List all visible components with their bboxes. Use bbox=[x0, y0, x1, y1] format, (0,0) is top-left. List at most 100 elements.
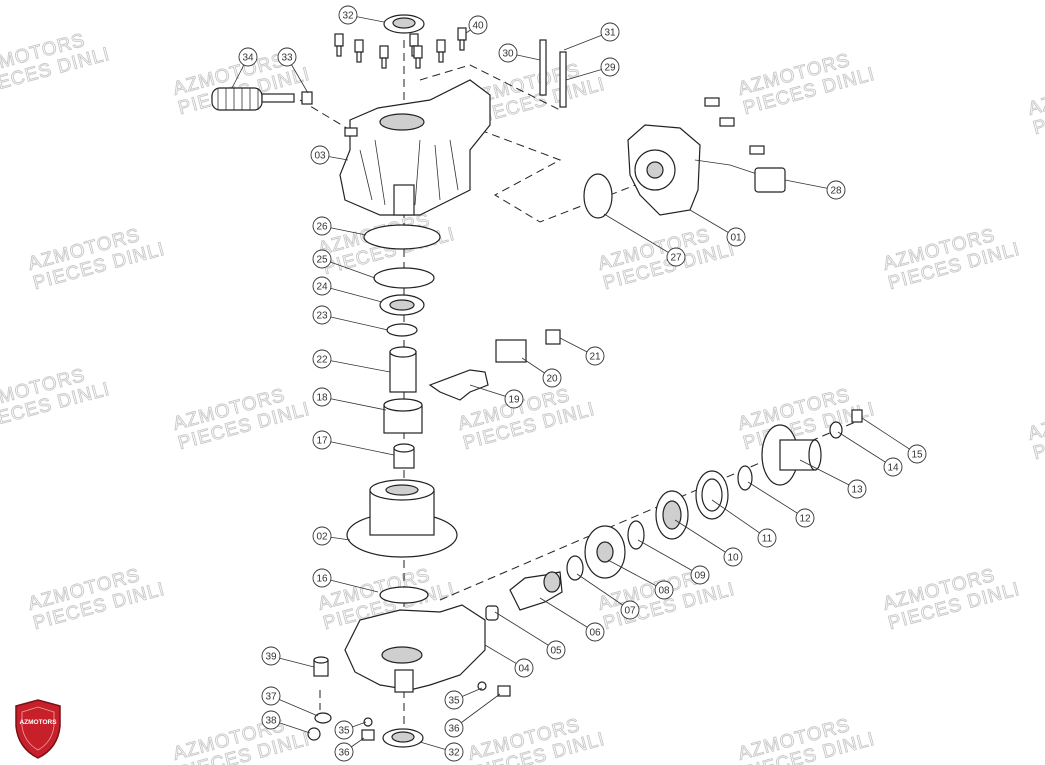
callout-leader bbox=[494, 611, 557, 651]
part-ring-12 bbox=[737, 465, 753, 491]
callout-number: 38 bbox=[265, 716, 277, 727]
part-bolts-top bbox=[334, 27, 467, 69]
part-nut-15 bbox=[851, 409, 863, 423]
callout-leader bbox=[747, 481, 806, 519]
part-bolt-36b bbox=[497, 685, 511, 697]
callout-number: 35 bbox=[338, 726, 350, 737]
callout-number: 37 bbox=[265, 692, 277, 703]
callout-leader bbox=[837, 431, 894, 468]
callout-circle bbox=[312, 430, 332, 450]
callout-number: 33 bbox=[281, 53, 293, 64]
part-washer-35a bbox=[363, 717, 373, 727]
callout-leader bbox=[321, 285, 383, 303]
callout-number: 19 bbox=[508, 395, 520, 406]
callout-leader bbox=[861, 417, 918, 455]
callout-circle bbox=[312, 249, 332, 269]
part-motor-unit bbox=[627, 97, 786, 216]
callout-circle bbox=[312, 349, 332, 369]
callout-leader bbox=[321, 314, 389, 331]
callout-06: 06 bbox=[539, 597, 605, 642]
callout-leader bbox=[711, 499, 768, 539]
callout-number: 40 bbox=[472, 21, 484, 32]
callout-circle bbox=[690, 565, 710, 585]
callout-leader bbox=[321, 358, 391, 373]
part-bolt-36a bbox=[361, 729, 375, 741]
callout-number: 31 bbox=[604, 28, 616, 39]
callout-circle bbox=[312, 276, 332, 296]
callout-circle bbox=[310, 145, 330, 165]
callout-number: 20 bbox=[546, 374, 558, 385]
callout-34: 34 bbox=[231, 47, 258, 89]
callout-leader bbox=[637, 539, 701, 576]
part-sleeve-10 bbox=[655, 490, 689, 540]
callout-number: 27 bbox=[670, 253, 682, 264]
callout-circle bbox=[795, 508, 815, 528]
callout-circle bbox=[238, 47, 258, 67]
callout-number: 36 bbox=[338, 748, 350, 759]
part-circlip-26 bbox=[363, 224, 441, 250]
callout-leader bbox=[321, 396, 387, 411]
callout-number: 11 bbox=[762, 534, 773, 545]
callout-circle bbox=[546, 640, 566, 660]
callout-40: 40 bbox=[465, 15, 488, 35]
callout-circle bbox=[504, 389, 524, 409]
callout-16: 16 bbox=[312, 568, 379, 593]
callout-15: 15 bbox=[861, 417, 927, 464]
callout-number: 24 bbox=[316, 282, 328, 293]
azmotors-logo: AZMOTORS bbox=[15, 699, 61, 759]
callout-21: 21 bbox=[559, 337, 605, 366]
callout-circle bbox=[600, 22, 620, 42]
callout-circle bbox=[585, 346, 605, 366]
callout-number: 35 bbox=[448, 696, 460, 707]
callout-23: 23 bbox=[312, 305, 389, 331]
callout-35: 35 bbox=[334, 720, 367, 740]
part-middle-housing bbox=[346, 479, 458, 558]
callout-number: 13 bbox=[851, 485, 863, 496]
callout-01: 01 bbox=[689, 209, 746, 247]
part-seal-11 bbox=[695, 470, 729, 520]
callout-03: 03 bbox=[310, 145, 349, 165]
callout-circle bbox=[585, 622, 605, 642]
callout-circle bbox=[907, 444, 927, 464]
callout-20: 20 bbox=[521, 357, 562, 388]
callout-32: 32 bbox=[338, 5, 385, 25]
callout-number: 23 bbox=[316, 311, 328, 322]
callout-circle bbox=[312, 216, 332, 236]
callout-number: 09 bbox=[694, 571, 706, 582]
part-sleeve-18 bbox=[383, 398, 423, 434]
callout-circle bbox=[468, 15, 488, 35]
callout-38: 38 bbox=[261, 710, 311, 734]
callout-circle bbox=[654, 580, 674, 600]
callout-28: 28 bbox=[784, 179, 846, 200]
callout-number: 28 bbox=[830, 186, 842, 197]
callout-12: 12 bbox=[747, 481, 815, 528]
part-bearing-24 bbox=[379, 294, 425, 316]
callout-number: 32 bbox=[448, 748, 460, 759]
callout-leader bbox=[576, 573, 631, 611]
part-sleeve-22 bbox=[389, 346, 417, 393]
part-ring-07 bbox=[566, 555, 584, 581]
part-seal-top bbox=[383, 14, 425, 34]
callout-circle bbox=[312, 526, 332, 546]
callout-circle bbox=[261, 646, 281, 666]
callout-number: 16 bbox=[316, 574, 328, 585]
part-spring bbox=[211, 87, 313, 111]
callout-09: 09 bbox=[637, 539, 710, 585]
callout-number: 39 bbox=[265, 652, 277, 663]
callout-leader bbox=[453, 693, 501, 729]
callout-circle bbox=[726, 227, 746, 247]
callout-circle bbox=[261, 686, 281, 706]
callout-circle bbox=[334, 720, 354, 740]
callout-number: 12 bbox=[799, 514, 811, 525]
callout-33: 33 bbox=[277, 47, 309, 94]
callout-leader bbox=[321, 577, 379, 593]
